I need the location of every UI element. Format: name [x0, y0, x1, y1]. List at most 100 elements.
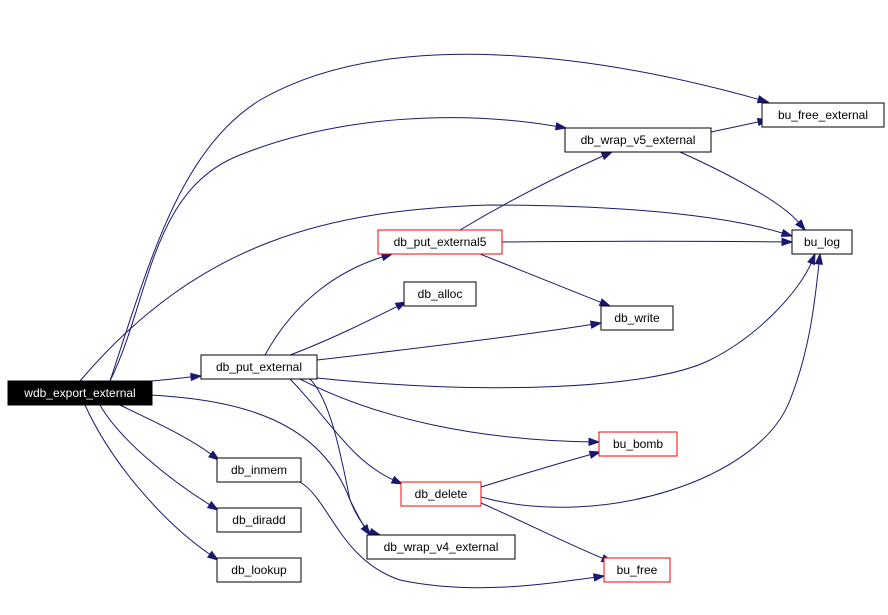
edge-line — [479, 253, 602, 304]
edge-arrowhead — [380, 253, 394, 262]
edge-db-put-external5-to-db-wrap-v5-external — [459, 151, 614, 231]
edge-arrowhead — [593, 573, 606, 582]
node-db-diradd[interactable]: db_diradd — [216, 507, 302, 533]
node-label: db_wrap_v5_external — [581, 133, 696, 147]
edge-line — [79, 204, 784, 382]
edge-arrowhead — [814, 252, 824, 265]
edge-db-put-external-to-db-wrap-v4-external — [309, 378, 371, 537]
nodes-layer: wdb_export_external db_put_external db_inm… — [7, 102, 885, 583]
edge-line — [459, 155, 604, 231]
edges-layer — [79, 53, 824, 589]
node-db-lookup[interactable]: db_lookup — [216, 557, 302, 583]
node-box — [7, 380, 153, 406]
edge-wdb-export-external-to-bu-free-external — [109, 53, 770, 382]
edge-line — [151, 376, 193, 382]
node-label: db_wrap_v4_external — [384, 540, 499, 554]
node-label: db_put_external5 — [394, 235, 487, 249]
node-bu-log[interactable]: bu_log — [791, 229, 853, 255]
edge-wdb-export-external-to-db-put-external — [151, 372, 203, 382]
edge-arrowhead — [588, 437, 601, 447]
node-bu-free[interactable]: bu_free — [603, 557, 671, 583]
edge-line — [289, 378, 395, 481]
edge-db-put-external-to-bu-log — [316, 252, 816, 389]
node-db-inmem[interactable]: db_inmem — [216, 457, 302, 483]
node-box — [216, 557, 302, 583]
edge-arrowhead — [589, 320, 603, 329]
node-box — [603, 557, 671, 583]
edge-arrowhead — [600, 151, 614, 161]
edge-line — [299, 481, 596, 589]
edge-arrowhead — [598, 298, 612, 307]
node-box — [761, 102, 885, 128]
node-label: db_alloc — [418, 287, 463, 301]
node-label: bu_free_external — [778, 108, 868, 122]
edge-wdb-export-external-to-db-lookup — [84, 404, 220, 561]
node-db-wrap-v4-external[interactable]: db_wrap_v4_external — [366, 534, 516, 560]
edge-arrowhead — [588, 450, 602, 459]
node-box — [400, 481, 482, 507]
node-bu-bomb[interactable]: bu_bomb — [598, 431, 678, 457]
node-box — [216, 457, 302, 483]
edge-arrowhead — [206, 500, 220, 511]
edge-arrowhead — [368, 527, 382, 537]
edge-arrowhead — [756, 95, 770, 104]
edge-db-inmem-to-bu-free — [299, 481, 606, 589]
node-db-write[interactable]: db_write — [600, 305, 674, 331]
edge-line — [119, 404, 213, 456]
node-box — [200, 354, 318, 380]
edge-line — [99, 404, 211, 506]
node-wdb-export-external: wdb_export_external — [7, 380, 153, 406]
edge-db-put-external5-to-db-write — [479, 253, 612, 307]
edge-arrowhead — [795, 219, 806, 232]
edge-wdb-export-external-to-db-inmem — [119, 404, 221, 461]
node-box — [216, 507, 302, 533]
node-db-put-external5[interactable]: db_put_external5 — [377, 229, 503, 255]
node-db-delete[interactable]: db_delete — [400, 481, 482, 507]
edge-line — [480, 262, 820, 508]
edge-arrowhead — [390, 475, 404, 485]
edge-db-put-external-to-db-delete — [289, 378, 404, 485]
edge-db-put-external-to-db-alloc — [289, 301, 408, 356]
node-bu-free-external[interactable]: bu_free_external — [761, 102, 885, 128]
edge-arrowhead — [781, 237, 794, 247]
edge-arrowhead — [394, 301, 408, 311]
edge-line — [316, 262, 812, 389]
edge-wdb-export-external-to-db-diradd — [99, 404, 220, 511]
node-label: db_lookup — [231, 563, 287, 577]
node-box — [366, 534, 516, 560]
edge-arrowhead — [208, 450, 221, 461]
node-box — [600, 305, 674, 331]
edge-line — [309, 378, 366, 529]
edge-arrowhead — [780, 228, 794, 237]
node-db-put-external[interactable]: db_put_external — [200, 354, 318, 380]
edge-line — [679, 151, 800, 224]
node-label: db_diradd — [232, 513, 285, 527]
node-label: bu_bomb — [613, 437, 663, 451]
edge-line — [480, 502, 604, 560]
edge-db-wrap-v5-external-to-bu-free-external — [710, 117, 770, 133]
edge-db-put-external5-to-bu-log — [501, 237, 794, 247]
node-box — [564, 127, 712, 153]
edge-line — [480, 453, 592, 488]
edge-arrowhead — [807, 252, 816, 266]
node-label: db_put_external — [216, 360, 302, 374]
node-label: bu_log — [804, 235, 840, 249]
edge-line — [289, 305, 399, 356]
node-box — [403, 281, 477, 307]
edge-line — [316, 323, 593, 361]
node-box — [791, 229, 853, 255]
node-db-wrap-v5-external[interactable]: db_wrap_v5_external — [564, 127, 712, 153]
node-db-alloc[interactable]: db_alloc — [403, 281, 477, 307]
edge-line — [109, 53, 760, 382]
node-label: db_write — [614, 311, 660, 325]
edge-line — [710, 121, 760, 133]
edge-line — [299, 378, 591, 443]
edge-line — [84, 404, 211, 556]
edge-arrowhead — [206, 550, 220, 561]
edge-wdb-export-external-to-bu-log — [79, 204, 794, 382]
node-label: bu_free — [617, 563, 658, 577]
edge-line — [264, 256, 384, 356]
edge-arrowhead — [360, 524, 371, 537]
edge-db-put-external-to-bu-bomb — [299, 378, 601, 447]
